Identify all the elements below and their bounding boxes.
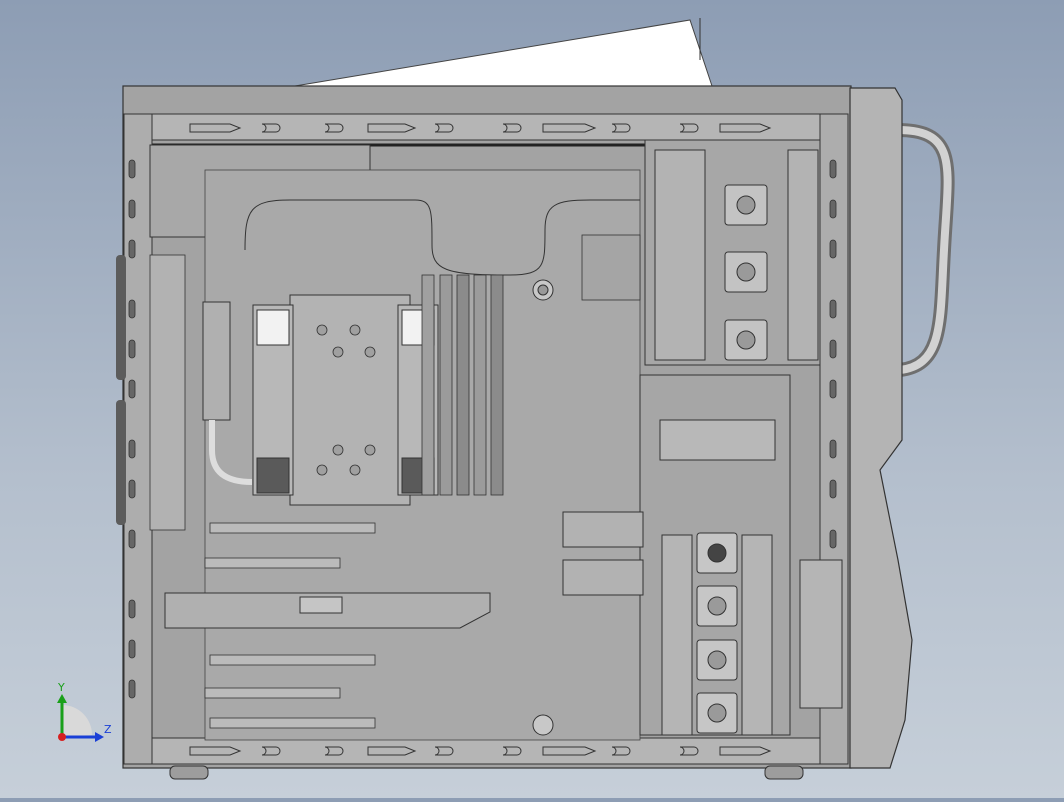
pcie-slots [204,522,376,729]
top-door-panel [294,19,713,87]
z-axis-label: Z [104,723,112,736]
x-axis-dot [58,733,66,741]
cpu-cooler [252,294,439,506]
y-axis-label: Y [57,681,65,694]
foot-rear [169,765,209,780]
ram-slots [421,274,504,496]
coordinate-triad: Y Z [57,681,112,742]
foot-front [764,765,804,780]
drive-cage-lower [639,374,791,736]
drive-cage-upper [644,139,821,366]
rail-slots [189,123,772,756]
front-bezel [849,87,913,769]
